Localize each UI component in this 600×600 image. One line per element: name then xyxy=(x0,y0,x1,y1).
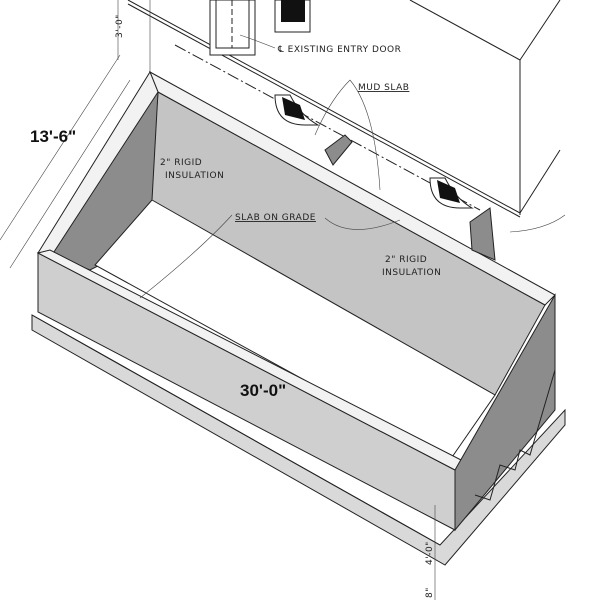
wall-height-dimension: 4'-0" xyxy=(425,541,435,565)
wall-notch xyxy=(474,369,556,501)
dimension-lines xyxy=(0,0,436,600)
offset-dimension: 3'-0" xyxy=(115,14,125,38)
mud-slab-label: MUD SLAB xyxy=(358,83,409,93)
existing-house xyxy=(127,0,561,218)
house-base-line xyxy=(127,0,521,214)
right-wall xyxy=(454,293,556,532)
svg-text:INSULATION: INSULATION xyxy=(382,268,441,278)
depth-dimension: 13'-6" xyxy=(30,127,76,146)
svg-text:INSULATION: INSULATION xyxy=(165,171,224,181)
insulation-label-right: 2" RIGID xyxy=(385,255,427,265)
entry-door-label: ℄ EXISTING ENTRY DOOR xyxy=(277,45,401,55)
leaders xyxy=(139,34,566,299)
slab-on-grade-label: SLAB ON GRADE xyxy=(235,213,316,223)
mud-slab-divider xyxy=(324,134,353,166)
insulation-label-left: 2" RIGID xyxy=(160,158,202,168)
footing-dimension: 8" xyxy=(425,587,435,598)
centerline xyxy=(174,44,481,211)
width-dimension: 30'-0" xyxy=(240,381,286,400)
foundation-walls xyxy=(36,70,556,532)
footing xyxy=(31,314,566,566)
